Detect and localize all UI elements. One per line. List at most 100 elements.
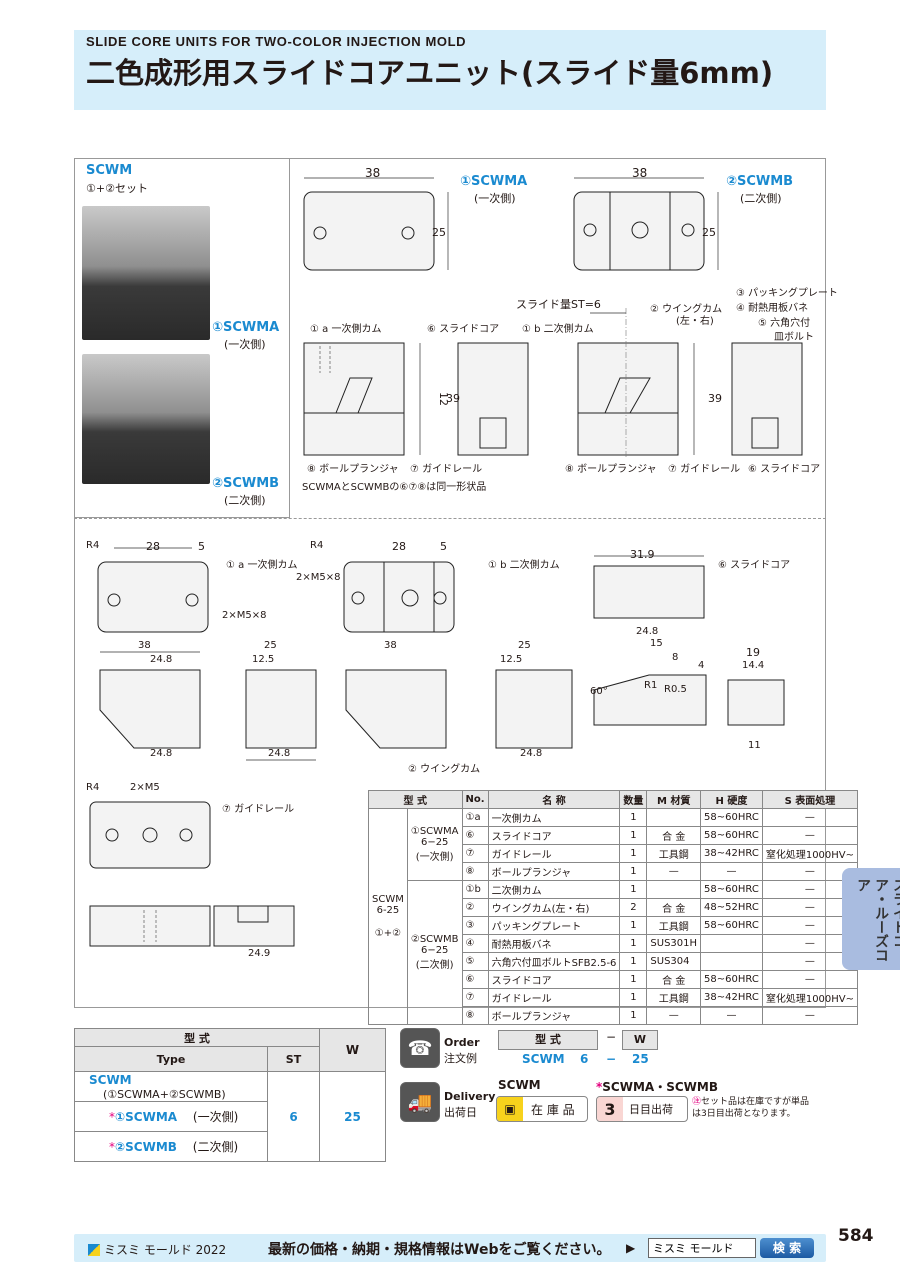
delivery-note: ㊟セット品は在庫ですが単品は3日目出荷となります。 [692, 1096, 816, 1120]
footer-brand-text: ミスミ モールド 2022 [104, 1243, 227, 1257]
side-tab-label: スライドコア・ルーズコア [855, 878, 900, 962]
order-h-st: ST [267, 1046, 320, 1072]
order-h-type-en: Type [74, 1046, 268, 1072]
order-table: 型 式 W Type ST SCWM (①SCWMA+②SCWMB) 6 25 … [74, 1028, 386, 1162]
lbl-3: ③ パッキングプレート [736, 288, 838, 299]
spec-row-name: ウイングカム(左・右) [487, 898, 621, 917]
lbl-6-b: ⑥ スライドコア [748, 464, 821, 475]
side-category-tab[interactable]: スライドコア・ルーズコア [842, 868, 900, 970]
spec-b-cell: ②SCWMB 6−25 (二次側) [406, 880, 463, 1025]
dim-39-a: 39 [446, 392, 460, 405]
spec-row-qty: 1 [619, 934, 648, 953]
p-d25-a: 25 [264, 640, 277, 651]
p-d25-b: 25 [518, 640, 531, 651]
spec-a-size: 6−25 [420, 837, 449, 848]
spec-row-mat: 工具鋼 [646, 988, 702, 1007]
stock-tag-text: 在 庫 品 [531, 1102, 575, 1117]
scwm-sub: ①+②セット [86, 182, 148, 195]
parts-drawings [97, 547, 785, 761]
order-st-val: 6 [267, 1071, 320, 1162]
spec-row-name: 耐熱用板バネ [487, 934, 621, 953]
spec-h-surf: S 表面処理 [761, 790, 859, 809]
spec-row-mat: SUS301H [646, 934, 702, 953]
spec-row-surf: 窒化処理1000HV~ [761, 988, 859, 1007]
spec-row-name: ガイドレール [487, 844, 621, 863]
p-d144: 14.4 [742, 660, 765, 671]
assembly-note: SCWMAとSCWMBの⑥⑦⑧は同一形状品 [302, 482, 487, 493]
photo-scwmb [82, 354, 210, 484]
stock-tag: ▣ 在 庫 品 [496, 1096, 588, 1122]
photo-b-code: ②SCWMB [212, 476, 280, 491]
delivery-scwm-label: SCWM [498, 1078, 541, 1092]
spec-row-name: ガイドレール [487, 988, 621, 1007]
order-ex-code: SCWM [522, 1052, 565, 1066]
spec-row-no: ①b [461, 880, 489, 899]
p-d125-a: 12.5 [252, 654, 275, 665]
p-m5x8-b: 2×M5×8 [296, 572, 341, 583]
spec-row-no: ⑤ [461, 952, 489, 971]
spec-row-surf: — [761, 808, 859, 827]
spec-group-set: ①+② [374, 928, 402, 939]
spec-h-hard: H 硬度 [700, 790, 763, 809]
spec-row-no: ⑦ [461, 844, 489, 863]
p-d28-a: 28 [146, 540, 160, 553]
spec-row-surf: — [761, 970, 859, 989]
p-d38-a: 38 [138, 640, 151, 651]
order-r3-desc: (二次側) [192, 1140, 239, 1154]
footer-search-button[interactable]: 検 索 [760, 1238, 814, 1258]
spec-row-name: 二次側カム [487, 880, 621, 899]
order-h-w: W [319, 1028, 386, 1072]
header-band [74, 30, 826, 110]
order-ex-dash: − [606, 1052, 617, 1066]
p-d248-d: 24.8 [150, 748, 173, 759]
p-1a: ① a 一次側カム [226, 560, 298, 571]
scwma-top-view [303, 191, 435, 271]
photo-b-sub: (二次側) [224, 494, 266, 507]
spec-row-mat: SUS304 [646, 952, 702, 971]
misumi-logo-icon [88, 1243, 100, 1256]
dim-25-b: 25 [702, 226, 716, 239]
p-d11: 11 [748, 740, 761, 751]
spec-a-cell: ①SCWMA 6−25 (一次側) [406, 808, 463, 881]
delivery-label-jp: 出荷日 [444, 1106, 477, 1119]
p-r1: R1 [644, 680, 658, 691]
order-label-jp: 注文例 [444, 1052, 477, 1065]
assembly-drawings [303, 177, 803, 458]
spec-row-mat: 工具鋼 [646, 844, 702, 863]
order-ex-w: 25 [632, 1052, 649, 1066]
spec-row-surf: — [761, 826, 859, 845]
footer-search-input[interactable] [648, 1238, 756, 1258]
p-d248-f: 24.8 [520, 748, 543, 759]
spec-row-qty: 1 [619, 862, 648, 881]
spec-row-qty: 1 [619, 808, 648, 827]
order-row-scwmb: *②SCWMB (二次側) [74, 1131, 268, 1162]
p-d5-b: 5 [440, 540, 447, 553]
part-1b-top [343, 561, 455, 633]
spec-h-name: 名 称 [487, 790, 621, 809]
lbl-5: ⑤ 六角穴付 [758, 318, 811, 329]
spec-row-no: ⑦ [461, 988, 489, 1007]
spec-row-hard [700, 934, 763, 953]
photo-panel [74, 158, 290, 518]
order-ex-h-w: W [622, 1030, 658, 1050]
spec-row-no: ④ [461, 934, 489, 953]
order-ex-st: 6 [580, 1052, 589, 1066]
spec-row-name: パッキングプレート [487, 916, 621, 935]
p-d38-b: 38 [384, 640, 397, 651]
spec-row-hard: 38~42HRC [700, 988, 763, 1007]
scwmb-title: ②SCWMB [726, 174, 794, 189]
p-d248-e: 24.8 [268, 748, 291, 759]
p-d249: 24.9 [248, 948, 271, 959]
lbl-8-b: ⑧ ボールプランジャ [565, 464, 657, 475]
delivery-ab-text: SCWMA・SCWMB [602, 1080, 718, 1094]
spec-row-mat [646, 808, 702, 827]
spec-row-no: ①a [461, 808, 489, 827]
p-m5: 2×M5 [130, 782, 160, 793]
spec-row-mat: 合 金 [646, 898, 702, 917]
spec-row-qty: 1 [619, 988, 648, 1007]
order-w-val: 25 [319, 1071, 386, 1162]
part-1a-top [97, 561, 209, 633]
part-6-side [727, 679, 785, 726]
spec-row-no: ③ [461, 916, 489, 935]
order-r3-star: * [109, 1140, 115, 1154]
